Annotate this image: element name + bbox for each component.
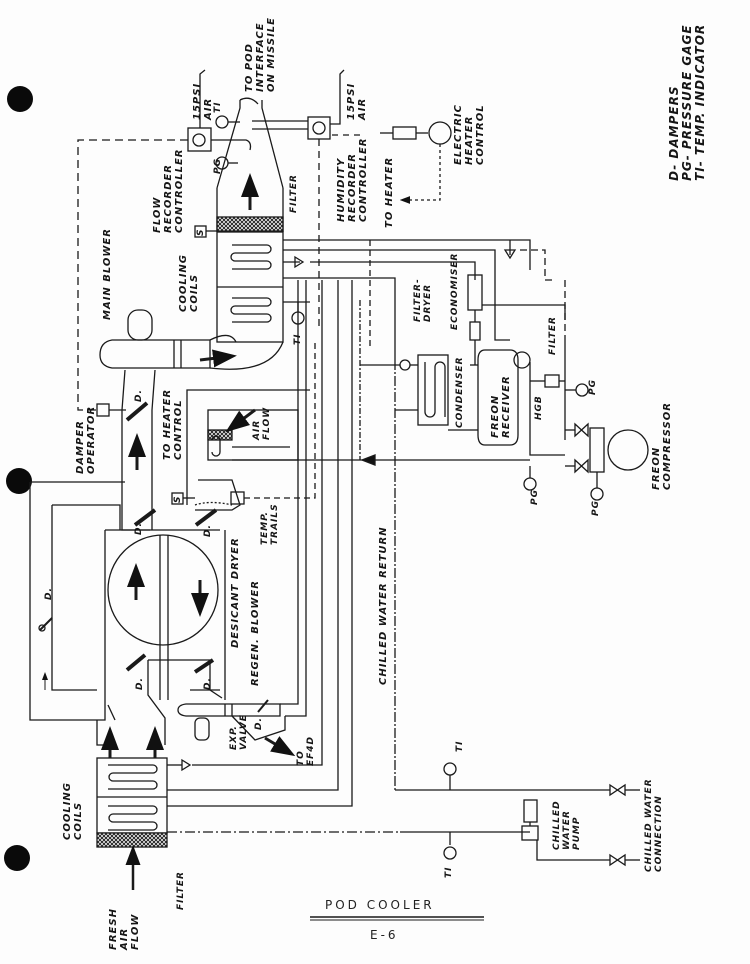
label-15psi-air-1: 15PSI AIR [192,82,214,120]
label-damper-d-5: D. [135,677,145,690]
label-condenser: CONDENSER [455,356,465,429]
label-fresh-air-flow: FRESH AIR FLOW [108,908,141,950]
label-filter-dryer: FILTER- DRYER [413,278,433,322]
label-humidity-recorder-controller: HUMIDITY RECORDER CONTROLLER [336,137,369,222]
label-15psi-air-2: 15PSI AIR [346,82,368,120]
diagram-title: POD COOLER [325,898,435,912]
label-main-blower: MAIN BLOWER [102,228,113,320]
label-filter-lower: FILTER [176,871,186,910]
label-to-pod-interface: TO POD INTERFACE ON MISSILE [244,17,277,92]
electric-heater-control [380,121,452,204]
label-pg-hgb: PG [530,489,540,505]
label-cooling-coils-upper: COOLING COILS [178,253,200,312]
label-damper-d-2: D. [134,522,144,535]
legend-abbr: TI- [693,160,707,181]
label-damper-operator: DAMPER OPERATOR [75,405,97,474]
legend-item-temp-indicator: TI- TEMP. INDICATOR [681,24,720,212]
economiser-filter-dryer [467,240,566,365]
main-blower [99,309,284,370]
refrigerant-piping [283,239,531,460]
label-damper-d-6: D. [203,677,213,690]
binder-hole-bottom [4,845,30,871]
label-air-flow: AIR FLOW [252,406,272,440]
label-filter-supply: FILTER [289,174,299,213]
label-hgb: HGB [534,395,544,420]
label-ti-upper: TI [293,333,303,346]
label-economiser: ECONOMISER [450,252,460,330]
label-damper-d-7: D. [254,717,264,730]
label-to-heater: TO HEATER [384,156,395,228]
fresh-air-duct [96,653,215,758]
label-ti-lower-2: TI [444,866,454,879]
label-to-heater-control: TO HEATER CONTROL [162,388,184,460]
label-chilled-water-return: CHILLED WATER RETURN [378,526,389,685]
damper-icon-2 [194,508,218,527]
binder-hole-top [7,86,33,112]
desiccant-dryer-wheel [104,529,226,700]
label-pg-top: PG [213,158,223,174]
label-freon-compressor: FREON COMPRESSOR [651,402,673,490]
label-to-ef4d: TO EF4D [296,735,316,766]
supply-filter [216,216,284,232]
label-ti-lower-1: TI [455,740,465,753]
heater-section [171,340,316,511]
label-ti-top: TI [213,101,223,114]
label-s-lower: S [173,495,183,503]
label-temp-trails: TEMP. TRAILS [260,503,280,545]
label-electric-heater-control: ELECTRIC HEATER CONTROL [453,104,486,165]
main-duct [96,369,156,531]
label-chilled-water-pump: CHILLED WATER PUMP [552,800,582,850]
humidity-recorder-box [252,69,360,330]
label-exp-valve: EXP. VALVE [229,714,249,750]
lower-cooling-coils [96,280,400,890]
label-freon-receiver: FREON RECEIVER [490,375,512,438]
chilled-water-lines [394,360,640,867]
label-damper-d-4: D. [44,587,54,600]
legend-meaning: TEMP. INDICATOR [693,23,707,156]
label-damper-d-3: D. [203,524,213,537]
bypass-duct [29,481,125,721]
control-line-flow [77,139,188,411]
damper-icon-1 [133,508,157,527]
label-pg-compressor: PG [591,500,601,516]
label-chilled-water-connection: CHILLED WATER CONNECTION [644,778,664,872]
label-desicant-dryer: DESICANT DRYER [230,537,241,648]
label-damper-d-1: D. [134,389,144,402]
condenser [360,354,470,431]
supply-filter-section [194,97,284,343]
label-pg-filter: PG [588,379,598,395]
label-regen-blower: REGEN. BLOWER [250,580,261,686]
label-flow-recorder-controller: FLOW RECORDER CONTROLLER [152,148,185,233]
label-s-upper: S [196,228,206,236]
freon-compressor [310,340,649,501]
binder-hole-middle [6,468,32,494]
regen-blower [177,280,307,757]
label-filter-compressor: FILTER [548,316,558,355]
label-cooling-coils-lower: COOLING COILS [62,781,84,840]
figure-number: E-6 [370,928,399,942]
